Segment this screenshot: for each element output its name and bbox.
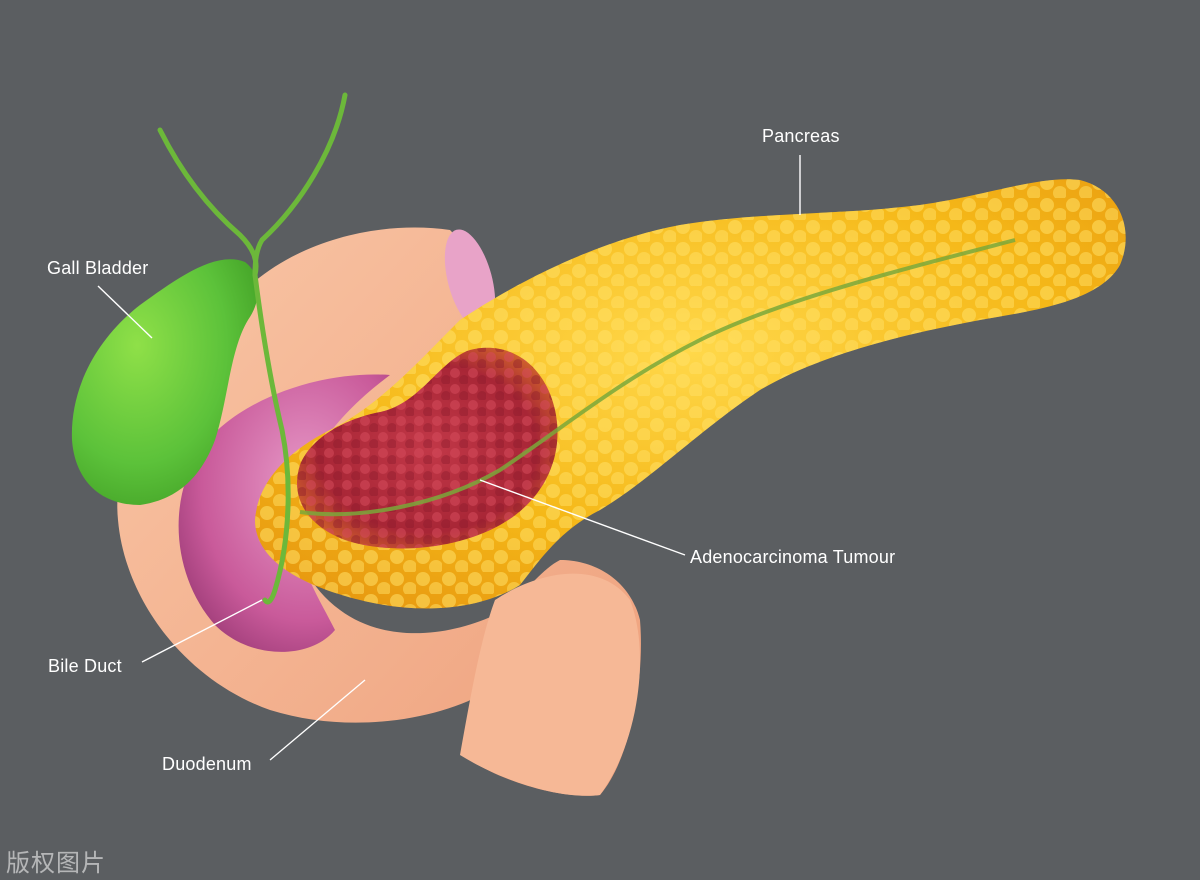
leader-line-gall-bladder	[97, 285, 153, 339]
watermark-text: 版权图片	[6, 849, 106, 877]
duodenum-label: Duodenum	[162, 754, 252, 774]
gall-bladder-shape	[71, 259, 259, 505]
leader-line-tumour	[479, 479, 686, 556]
tumour-label: Adenocarcinoma Tumour	[690, 547, 896, 567]
bile-duct-shape	[157, 92, 348, 605]
pancreas-label: Pancreas	[762, 126, 840, 146]
pancreatic-duct	[299, 238, 1016, 517]
leader-line-duodenum	[269, 679, 366, 761]
leader-line-bile-duct	[141, 599, 263, 663]
bile-duct-label: Bile Duct	[48, 656, 122, 676]
tumour-shape	[297, 347, 558, 549]
gall-bladder-label: Gall Bladder	[47, 258, 149, 278]
leader-lines	[97, 155, 801, 761]
